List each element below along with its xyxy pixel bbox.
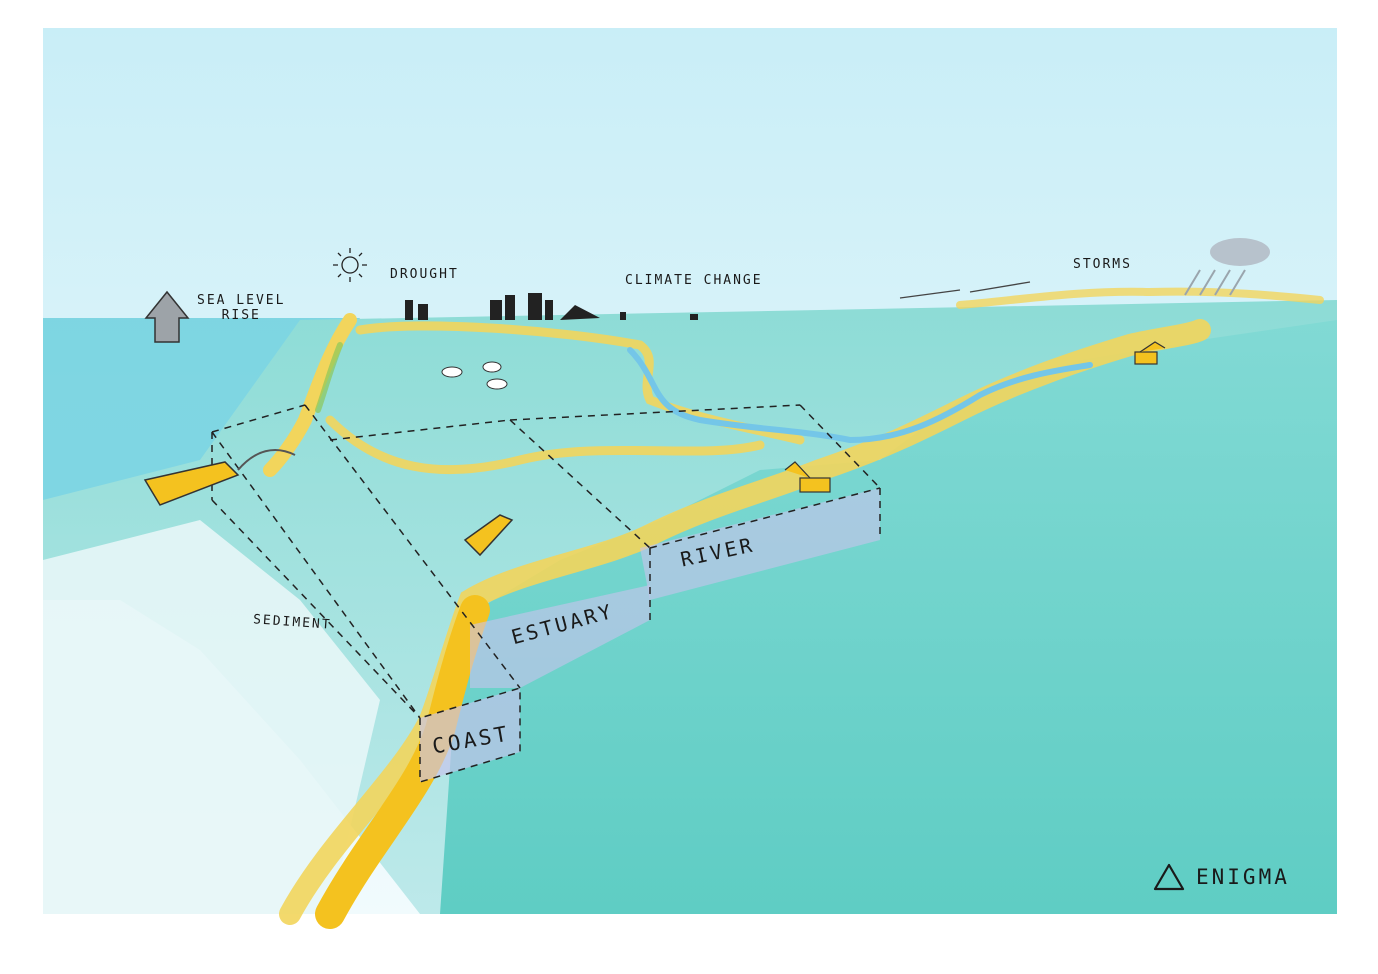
- river-box-face: [640, 488, 880, 600]
- excavator-icon: [784, 341, 1166, 493]
- drought-label: DROUGHT: [390, 267, 459, 282]
- wind-lines: [899, 281, 1031, 299]
- cow-icon: [441, 361, 508, 390]
- sea-level-rise-label: SEA LEVEL RISE: [197, 293, 285, 323]
- rain-cloud-icon: [1184, 238, 1270, 296]
- boat-icon: [463, 514, 514, 557]
- triangle-logo-icon: [1153, 863, 1185, 891]
- estuary-box-face: [470, 585, 650, 688]
- brand-logo: ENIGMA: [1152, 862, 1290, 892]
- coast-box-face: [420, 688, 520, 782]
- storms-label: STORMS: [1073, 257, 1132, 272]
- sea-level-line1: SEA LEVEL: [197, 293, 286, 308]
- sun-icon: [333, 248, 367, 282]
- city-skyline-icon: [405, 293, 698, 320]
- compartment-outlines: [211, 404, 881, 784]
- sea-level-line2: RISE: [221, 308, 261, 323]
- brand-name: ENIGMA: [1196, 865, 1290, 889]
- river-channel: [627, 347, 1093, 444]
- ship-icon: [143, 461, 240, 506]
- foreground-sea: [440, 320, 1337, 914]
- distant-shoreline: [956, 287, 1324, 309]
- up-arrow-icon: [144, 290, 190, 343]
- left-coastline: [263, 313, 357, 477]
- dredge-pipe-icon: [237, 449, 296, 471]
- climate-change-label: CLIMATE CHANGE: [625, 273, 763, 288]
- foreground-land-left: [43, 520, 380, 914]
- dune-vegetation: [315, 342, 343, 413]
